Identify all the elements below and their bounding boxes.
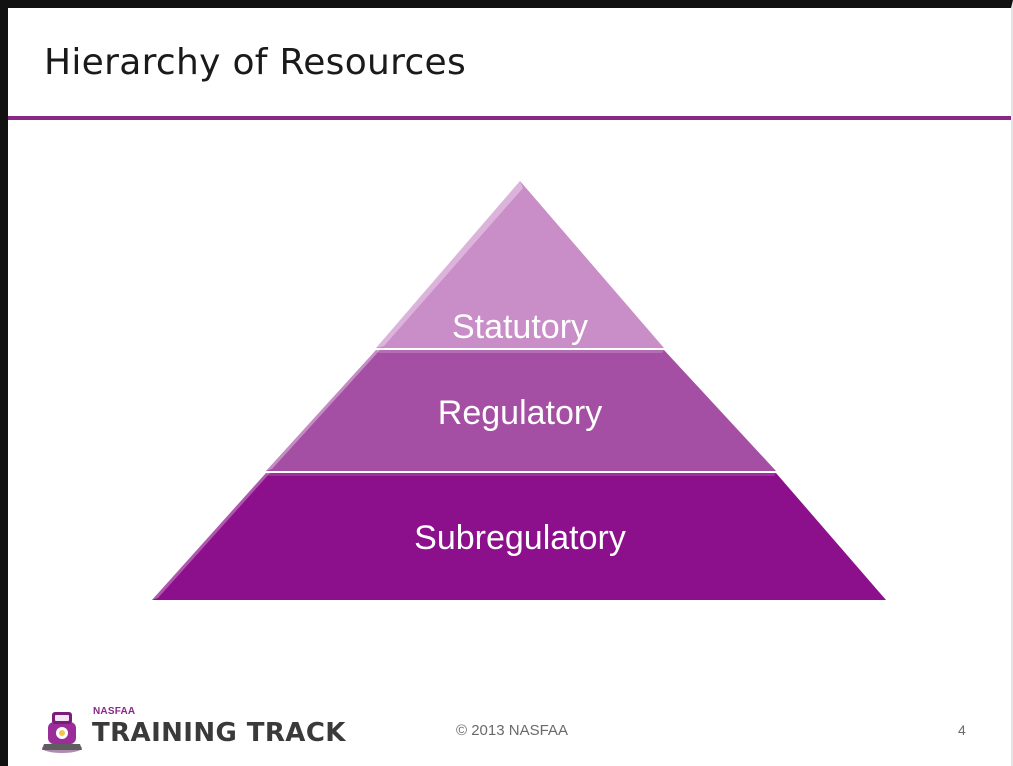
page-number: 4 — [958, 722, 966, 738]
pyramid-tier-statutory: Statutory — [376, 181, 664, 348]
pyramid-tier-regulatory-top-edge — [376, 350, 664, 353]
pyramid-tier-subregulatory-highlight — [152, 473, 270, 600]
logo-training-track-text: TRAINING TRACK — [92, 718, 346, 748]
pyramid-tier-statutory-highlight — [376, 181, 523, 348]
pyramid-tier-subregulatory-label: Subregulatory — [414, 519, 626, 557]
copyright-notice: © 2013 NASFAA — [456, 722, 568, 739]
pyramid-tier-subregulatory-shape — [152, 473, 886, 600]
hierarchy-pyramid: Statutory Regulatory Subregulatory — [152, 181, 886, 600]
slide-title: Hierarchy of Resources — [44, 42, 467, 83]
title-divider — [8, 116, 1011, 120]
pyramid-tier-subregulatory: Subregulatory — [152, 473, 886, 600]
pyramid-tier-statutory-label: Statutory — [452, 308, 588, 346]
pyramid-tier-subregulatory-top-edge — [266, 473, 776, 476]
pyramid-tier-regulatory-highlight — [266, 350, 380, 471]
pyramid-tier-regulatory-label: Regulatory — [438, 394, 602, 432]
training-track-logo: NASFAA TRAINING TRACK — [32, 704, 345, 760]
pyramid-tier-regulatory-shape — [266, 350, 776, 471]
pyramid-tier-statutory-shape — [376, 181, 664, 348]
pyramid-tier-regulatory: Regulatory — [266, 350, 776, 471]
logo-nasfaa-text: NASFAA — [93, 706, 136, 717]
train-icon — [42, 712, 82, 753]
